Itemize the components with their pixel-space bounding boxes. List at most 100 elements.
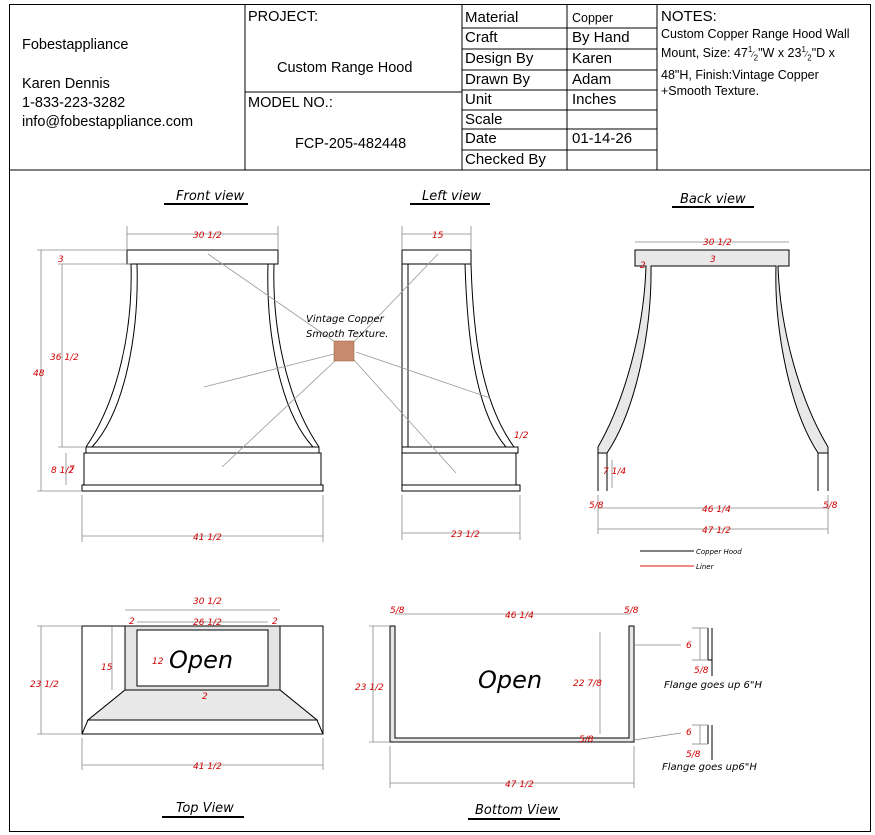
dim-back-side-r: 5/8 (823, 501, 838, 511)
notes-body: Custom Copper Range Hood Wall Mount, Siz… (661, 27, 850, 98)
spec-key: Scale (465, 111, 503, 128)
spec-key: Drawn By (465, 71, 531, 88)
dim-bot-inner-depth: 22 7/8 (573, 679, 602, 689)
spec-value: Inches (572, 91, 617, 108)
dim-front-base: 8 1/2 (51, 466, 74, 476)
dim-back-leg: 7 1/4 (603, 467, 626, 477)
model-label: MODEL NO.: (248, 95, 333, 111)
spec-value: Copper (572, 11, 613, 25)
dim-back-corner2: 3 (710, 255, 716, 265)
project-value: Custom Range Hood (277, 60, 413, 76)
dim-top-open-h: 12 (152, 657, 164, 667)
dim-front-base-inner: 7 (69, 465, 75, 475)
spec-key: Material (465, 9, 519, 26)
finish-label-2: Smooth Texture. (306, 329, 388, 340)
dim-left-bottom: 23 1/2 (451, 530, 480, 540)
dim-top-side-r: 2 (272, 617, 278, 627)
back-view (597, 249, 829, 491)
dim-bot-left: 5/8 (390, 606, 405, 616)
dim-top-top: 30 1/2 (193, 597, 222, 607)
drawing-sheet (9, 4, 871, 832)
spec-row-drawn-by: Drawn By Adam (463, 70, 658, 91)
contact-phone: 1-833-223-3282 (22, 95, 126, 111)
dim-left-top: 15 (432, 231, 444, 241)
legend-liner-label: Liner (696, 563, 715, 571)
notes-title: NOTES: (661, 8, 717, 25)
dim-front-height: 48 (33, 369, 45, 379)
dim-front-bottom: 41 1/2 (193, 533, 222, 543)
dim-front-corner: 3 (58, 255, 64, 265)
spec-key: Unit (465, 91, 492, 108)
dim-front-top: 30 1/2 (193, 231, 222, 241)
view-titles: Front view Left view Back view Top View … (162, 189, 754, 820)
company-name: Fobestappliance (22, 37, 129, 53)
front-top-band (126, 249, 279, 265)
bottom-view (369, 613, 713, 788)
spec-row-scale: Scale (463, 110, 658, 131)
dim-top-bottom-edge: 2 (202, 692, 208, 702)
dim-back-side-l: 5/8 (589, 501, 604, 511)
project-label: PROJECT: (248, 9, 319, 25)
left-view-title: Left view (422, 189, 481, 204)
dim-back-top: 30 1/2 (703, 238, 732, 248)
spec-row-unit: Unit Inches (463, 90, 658, 111)
dim-flange-h1: 6 (686, 641, 692, 651)
spec-value: Karen (572, 50, 613, 67)
contact-email: info@fobestappliance.com (22, 114, 194, 130)
spec-row-material: Material Copper (463, 8, 658, 29)
company-block: Fobestappliance Karen Dennis 1-833-223-3… (22, 36, 193, 132)
back-view-title: Back view (680, 192, 746, 207)
model-value: FCP-205-482448 (295, 136, 407, 152)
spec-key: Date (465, 130, 497, 147)
dim-bot-depth: 23 1/2 (355, 683, 384, 693)
top-view-title: Top View (176, 801, 234, 816)
dim-flange-h2: 6 (686, 728, 692, 738)
legend-hood-label: Copper Hood (696, 548, 742, 556)
dim-top-side-l: 2 (129, 617, 135, 627)
finish-label-1: Vintage Copper (306, 314, 385, 325)
dim-top-bottom: 41 1/2 (193, 762, 222, 772)
top-view (37, 609, 324, 770)
finish-callout-lines (203, 253, 491, 474)
dim-bot-corner: 5/8 (579, 735, 594, 745)
dim-top-inner: 26 1/2 (193, 618, 222, 628)
front-view-title: Front view (176, 189, 245, 204)
spec-row-design-by: Design By Karen (463, 49, 658, 70)
dim-front-curve: 36 1/2 (50, 353, 79, 363)
dim-bot-bottom: 47 1/2 (505, 780, 534, 790)
spec-key: Craft (465, 29, 498, 46)
dim-flange-t1: 5/8 (694, 666, 709, 676)
dim-left-side: 1/2 (514, 431, 529, 441)
bottom-view-title: Bottom View (475, 803, 558, 818)
spec-row-craft: Craft By Hand (463, 28, 658, 49)
bottom-view-open-label: Open (478, 666, 542, 694)
spec-key: Checked By (465, 151, 546, 168)
notes-fraction-1: 1⁄2 (747, 45, 759, 63)
spec-row-checked-by: Checked By (463, 150, 658, 171)
flange-note-1: Flange goes up 6"H (664, 680, 763, 691)
title-block-grid (9, 4, 871, 171)
contact-name: Karen Dennis (22, 76, 110, 92)
spec-value: Adam (572, 71, 612, 88)
spec-row-date: Date 01-14-26 (463, 129, 658, 150)
dim-back-inner: 46 1/4 (702, 505, 731, 515)
dim-bot-inner: 46 1/4 (505, 611, 534, 621)
dimension-labels: 30 1/2 3 48 36 1/2 8 1/27 41 1/2 15 1/2 23 1/2 30… (30, 231, 838, 790)
dim-back-bottom: 47 1/2 (702, 526, 731, 536)
dim-bot-right: 5/8 (624, 606, 639, 616)
spec-value: By Hand (572, 29, 630, 46)
dim-flange-t2: 5/8 (686, 750, 701, 760)
legend: Copper Hood Liner (640, 548, 742, 571)
dim-back-corner1: 2 (640, 261, 646, 271)
top-view-open-label: Open (169, 646, 233, 674)
spec-key: Design By (465, 50, 534, 67)
left-view (401, 226, 521, 540)
back-view-dims (597, 241, 829, 534)
copper-finish-swatch (333, 340, 355, 362)
spec-value: 01-14-26 (572, 130, 633, 147)
dim-top-depth: 23 1/2 (30, 680, 59, 690)
front-view (37, 226, 324, 542)
flange-note-2: Flange goes up6"H (662, 762, 757, 773)
notes-fraction-2: 1⁄2 (801, 45, 812, 63)
